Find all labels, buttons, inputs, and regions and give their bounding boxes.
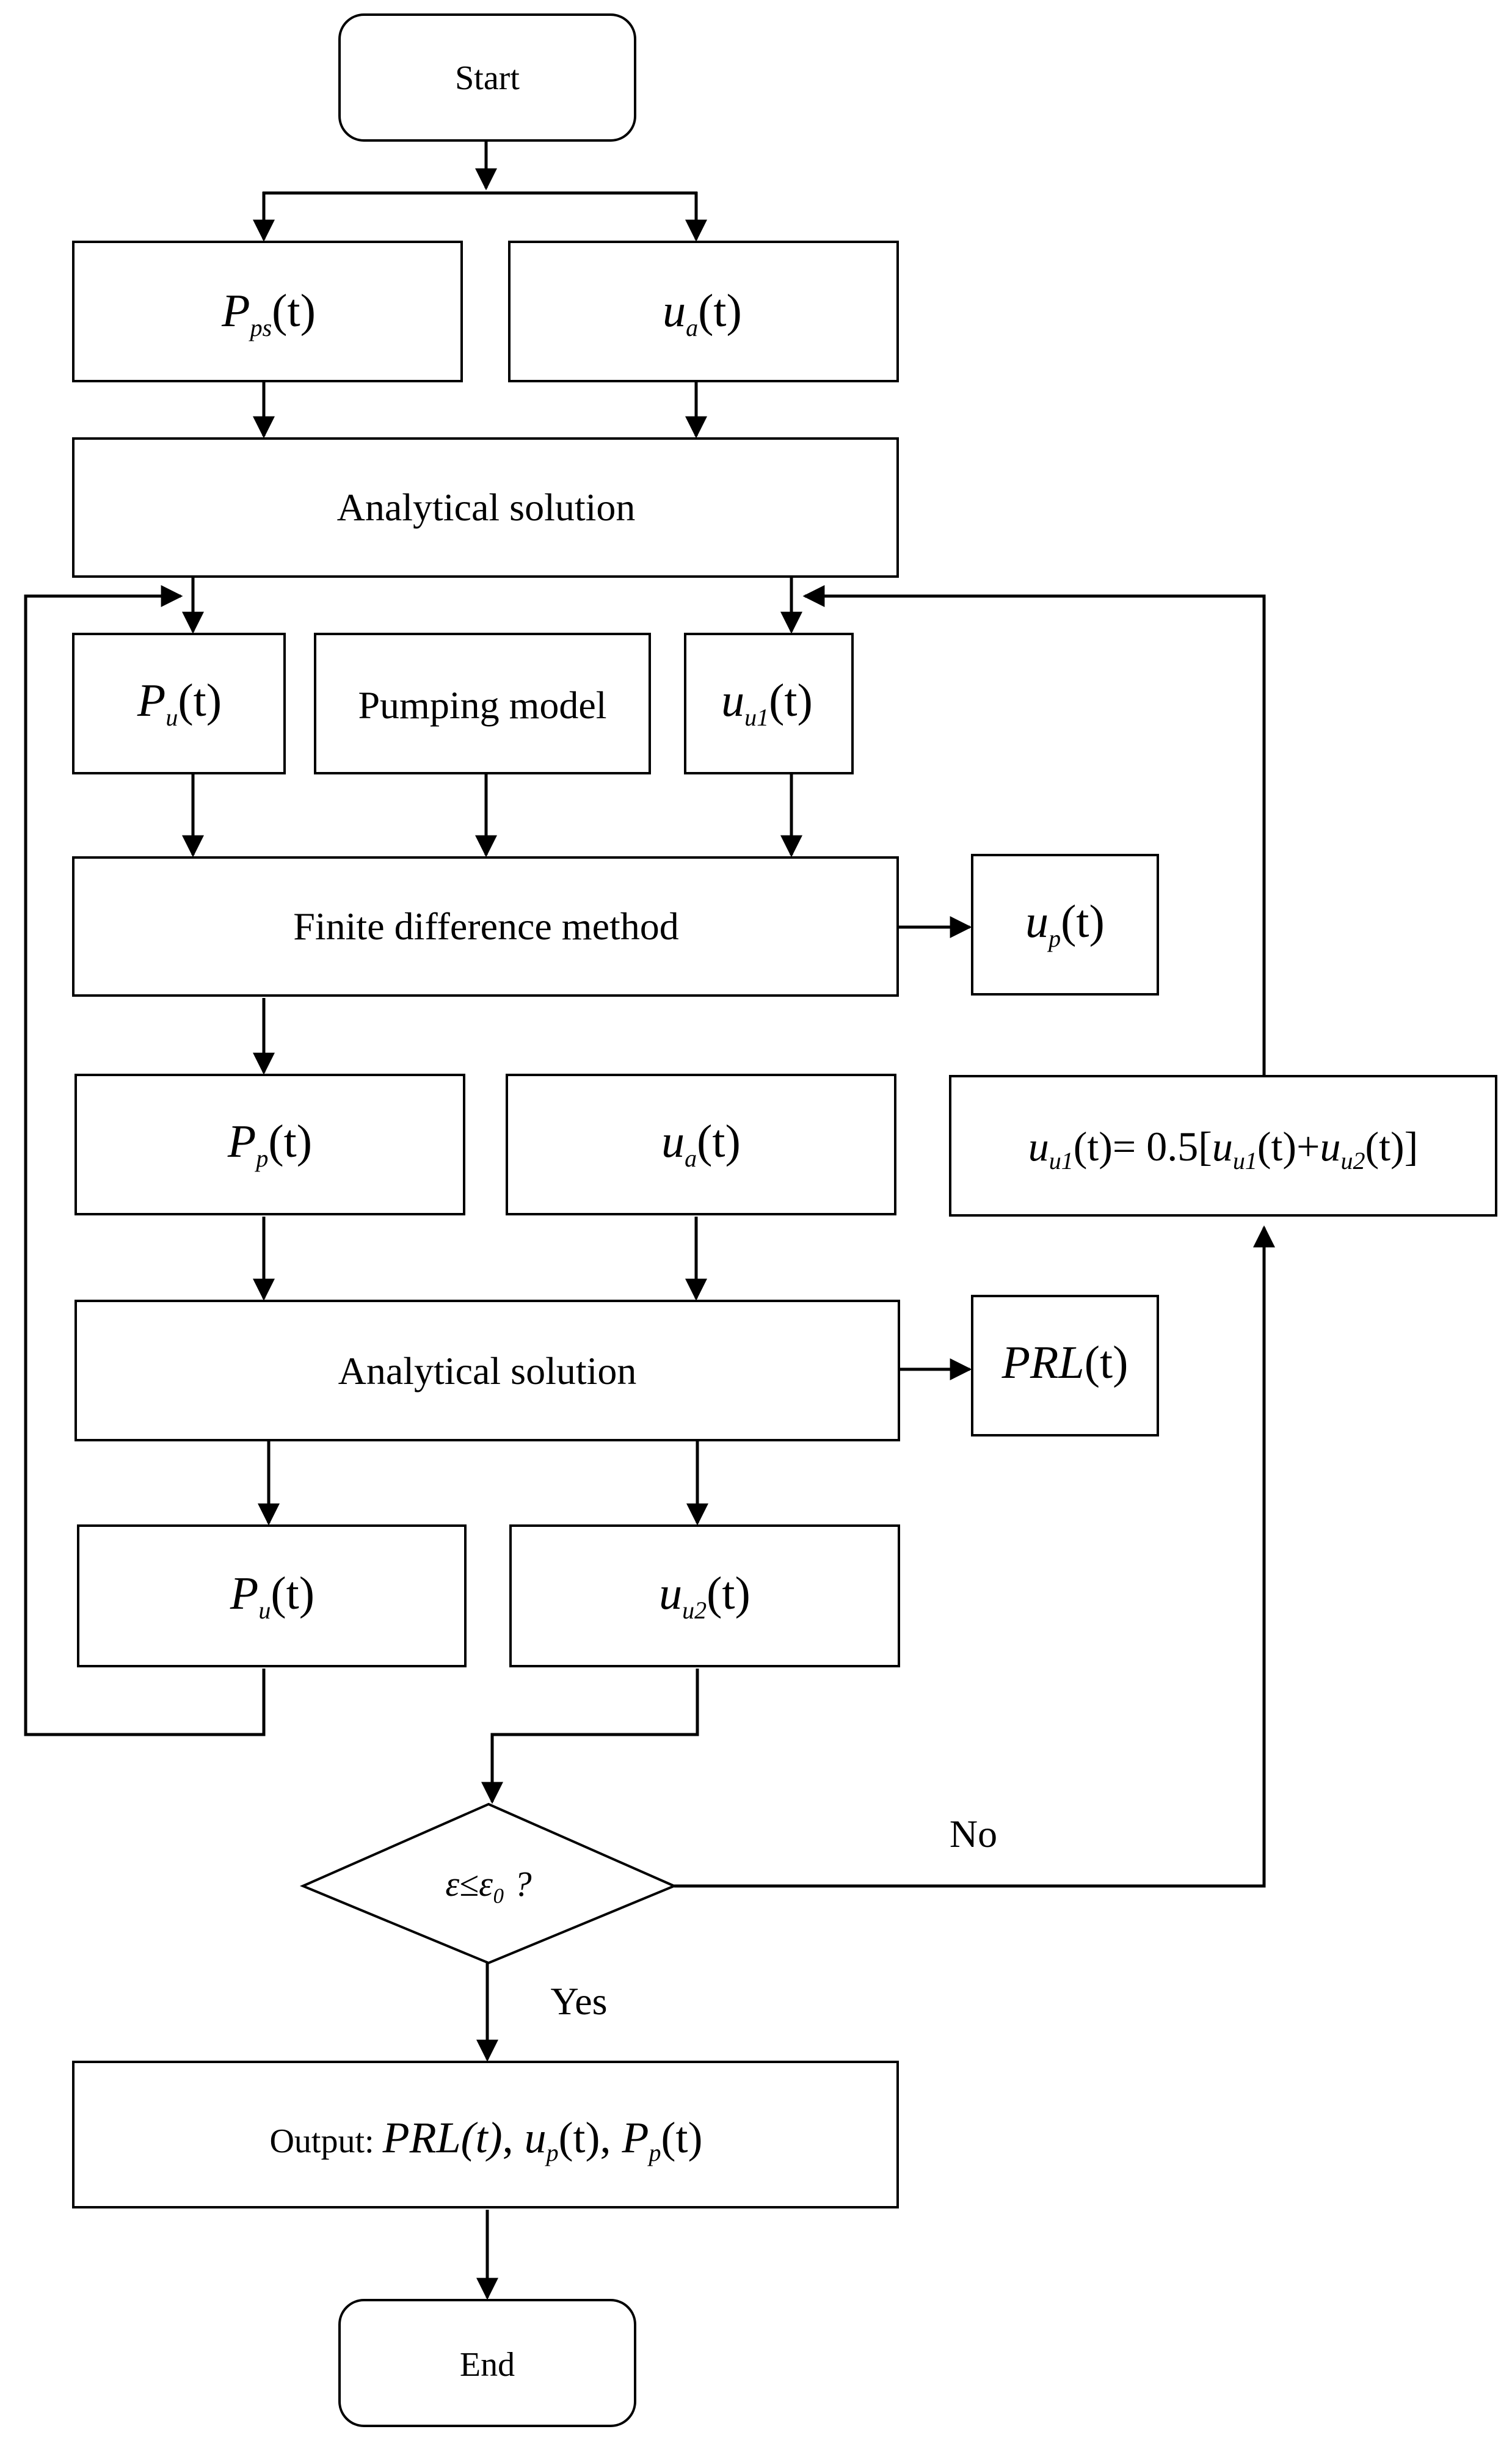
node-finite-difference: Finite difference method — [72, 856, 899, 997]
update-label: uu1(t)= 0.5[uu1(t)+uu2(t)] — [1028, 1123, 1419, 1174]
pu-bottom-label: Pu(t) — [230, 1568, 314, 1624]
analytical-1-label: Analytical solution — [337, 486, 636, 529]
pumping-model-label: Pumping model — [358, 683, 606, 727]
node-ua-top: ua(t) — [508, 241, 899, 382]
arrow-uu2-to-decision — [481, 1669, 699, 1804]
uu2-label: uu2(t) — [659, 1568, 751, 1624]
yes-label: Yes — [550, 1979, 607, 2023]
loop-pu-feedback — [24, 585, 266, 1736]
loop-update-to-uu1 — [802, 585, 1266, 1075]
pu-top-label: Pu(t) — [137, 675, 222, 731]
node-pps: Pps(t) — [72, 241, 463, 382]
node-start: Start — [338, 13, 636, 142]
analytical-2-label: Analytical solution — [338, 1349, 637, 1393]
node-pumping-model: Pumping model — [314, 633, 651, 774]
end-label: End — [460, 2346, 515, 2384]
arrow-no-to-update — [674, 1225, 1275, 1888]
finite-difference-label: Finite difference method — [293, 905, 679, 948]
decision-label: ε≤ε₀ ? — [445, 1864, 531, 1904]
start-label: Start — [455, 59, 520, 97]
node-up: up(t) — [971, 854, 1159, 996]
uu1-label: uu1(t) — [721, 675, 813, 731]
pp-label: Pp(t) — [227, 1116, 312, 1172]
node-uu1: uu1(t) — [684, 633, 854, 774]
node-pu-bottom: Pu(t) — [77, 1524, 467, 1667]
ua-top-label: ua(t) — [663, 285, 742, 341]
node-ua-mid: ua(t) — [506, 1074, 896, 1215]
pps-label: Pps(t) — [221, 285, 316, 341]
up-label: up(t) — [1025, 896, 1105, 952]
prl-label: PRL(t) — [1001, 1337, 1129, 1388]
no-label: No — [950, 1812, 997, 1855]
node-analytical-2: Analytical solution — [75, 1300, 900, 1441]
node-analytical-1: Analytical solution — [72, 437, 899, 578]
node-uu2: uu2(t) — [509, 1524, 900, 1667]
node-update: uu1(t)= 0.5[uu1(t)+uu2(t)] — [949, 1075, 1497, 1217]
connectors — [24, 142, 1275, 2300]
ua-mid-label: ua(t) — [661, 1116, 741, 1172]
node-pp: Pp(t) — [75, 1074, 465, 1215]
node-output: Output: PRL(t), up(t), Pp(t) — [72, 2061, 899, 2208]
node-decision: ε≤ε₀ ? — [299, 1802, 678, 1965]
node-prl: PRL(t) — [971, 1295, 1159, 1436]
node-pu-top: Pu(t) — [72, 633, 286, 774]
output-label: Output: PRL(t), up(t), Pp(t) — [269, 2113, 702, 2166]
node-end: End — [338, 2299, 636, 2427]
